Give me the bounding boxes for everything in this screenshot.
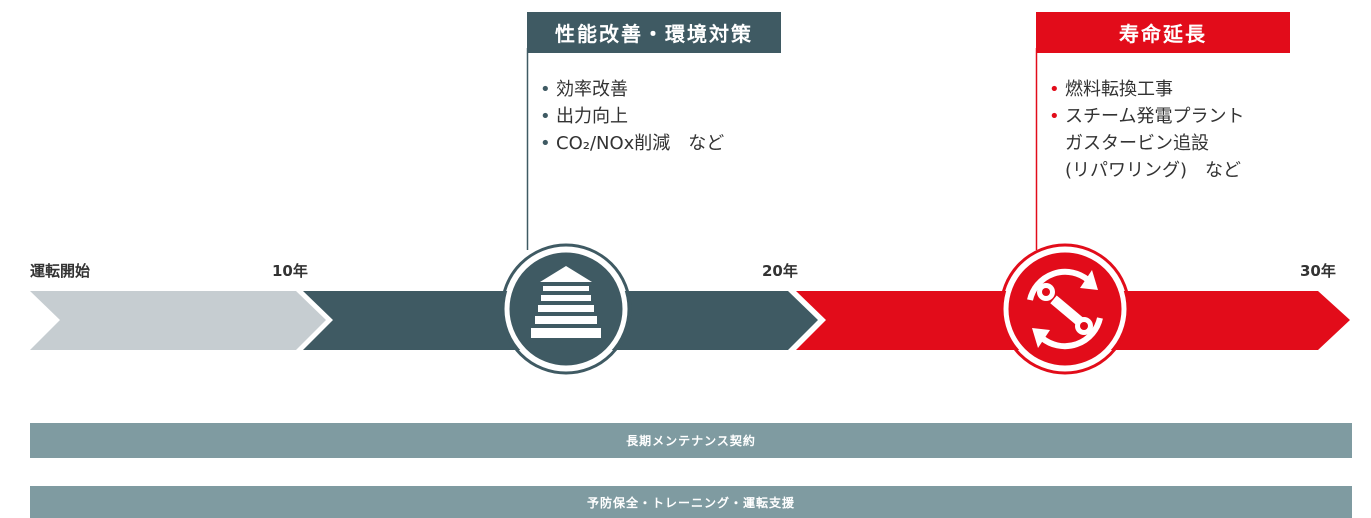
stage-label-start: 運転開始 <box>30 262 91 280</box>
performance-title: 性能改善・環境対策 <box>527 12 781 53</box>
arrow-up-layers-icon <box>500 243 632 375</box>
stage-label-10y: 10年 <box>272 262 308 280</box>
wrench-cycle-icon <box>999 243 1131 375</box>
performance-bullet-list: •効率改善 •出力向上 •CO₂/NOx削減 など <box>540 76 724 157</box>
list-item: •燃料転換工事 <box>1049 76 1244 103</box>
bullet-dot-icon: • <box>540 106 551 127</box>
life-extension-bullet-list: •燃料転換工事 •スチーム発電プラント ガスタービン追設 (リパワリング) など <box>1049 76 1244 184</box>
life-extension-title: 寿命延長 <box>1036 12 1290 53</box>
list-item-continuation: (リパワリング) など <box>1065 160 1242 181</box>
timeline-arrow-segment-1 <box>30 291 326 350</box>
list-item: •出力向上 <box>540 103 724 130</box>
bullet-dot-icon: • <box>540 133 551 154</box>
bullet-dot-icon: • <box>1049 106 1060 127</box>
list-item: •効率改善 <box>540 76 724 103</box>
preventive-maintenance-bar: 予防保全・トレーニング・運転支援 <box>30 486 1352 518</box>
list-item: •スチーム発電プラント ガスタービン追設 (リパワリング) など <box>1049 103 1244 184</box>
list-item: •CO₂/NOx削減 など <box>540 130 724 157</box>
stage-label-30y: 30年 <box>1300 262 1336 280</box>
stage-label-20y: 20年 <box>762 262 798 280</box>
list-item-continuation: ガスタービン追設 <box>1065 133 1209 154</box>
long-term-maintenance-bar: 長期メンテナンス契約 <box>30 423 1352 458</box>
bullet-dot-icon: • <box>540 79 551 100</box>
bullet-dot-icon: • <box>1049 79 1060 100</box>
